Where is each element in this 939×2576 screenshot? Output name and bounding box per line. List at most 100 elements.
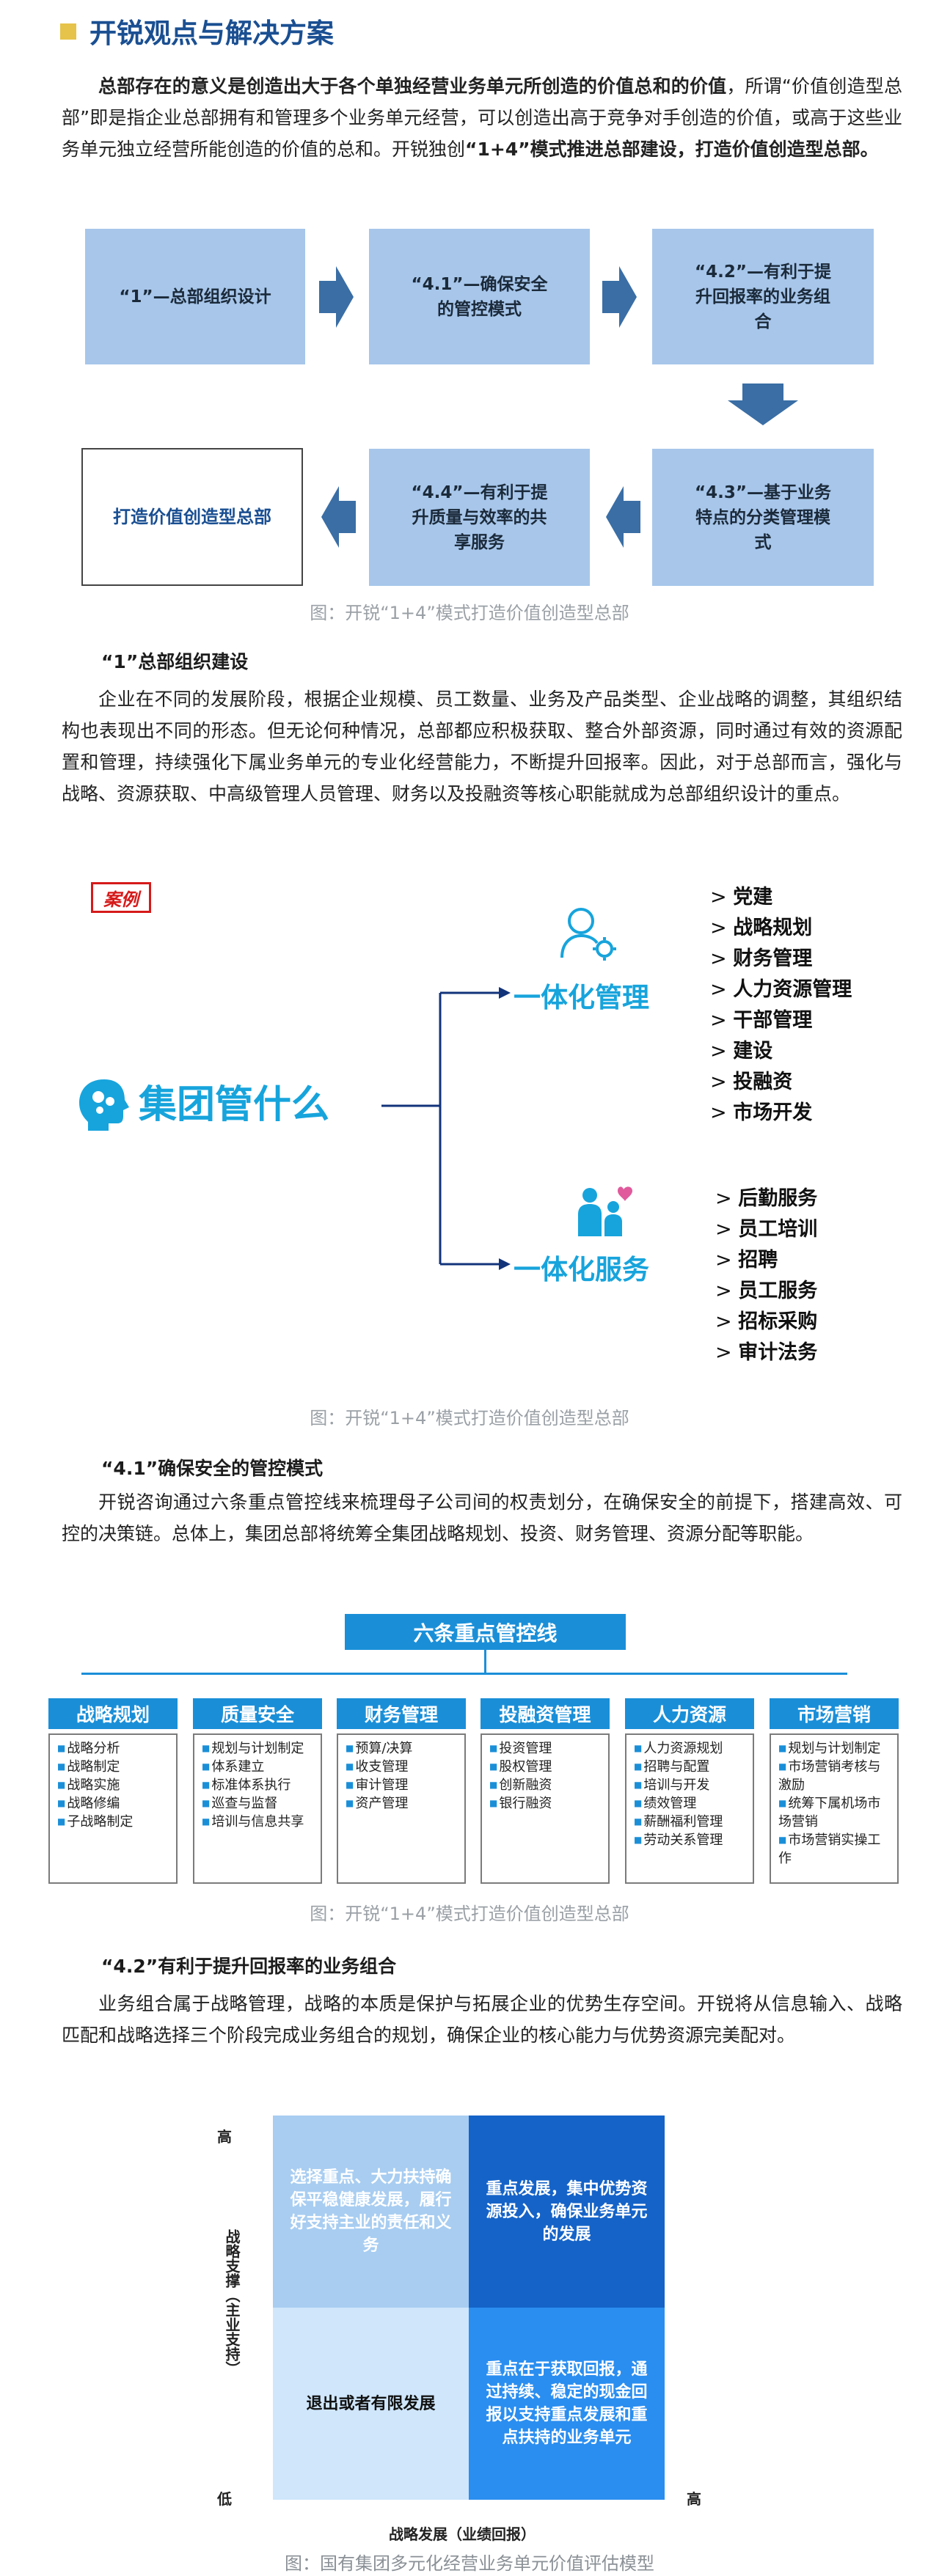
sec2-paragraph: 开锐咨询通过六条重点管控线来梳理母子公司间的权责划分，在确保安全的前提下，搭建高… [62,1491,902,1544]
flow-box-2: “4.1”—确保安全的管控模式 [369,229,590,364]
control-line-body: 战略分析 战略制定 战略实施 战略修编 子战略制定 [48,1733,178,1884]
control-line-head: 投融资管理 [481,1698,610,1729]
control-item: 劳动关系管理 [634,1831,748,1849]
control-connector [81,1673,847,1675]
arrow-left-icon [606,486,640,548]
control-item: 创新融资 [489,1776,604,1794]
control-item: 规划与计划制定 [202,1739,316,1758]
control-item: 投资管理 [489,1739,604,1758]
control-item: 体系建立 [202,1758,316,1776]
list-item: 员工培训 [715,1214,817,1245]
list-item: 建设 [710,1036,852,1067]
control-line-head: 质量安全 [193,1698,322,1729]
control-item: 规划与计划制定 [778,1739,893,1758]
quadrant-bottom-left: 退出或者有限发展 [273,2308,469,2500]
flow-box-1: “1”—总部组织设计 [85,229,305,364]
case-center-label: 集团管什么 [139,1083,330,1127]
control-connector [484,1650,486,1673]
list-item: 干部管理 [710,1005,852,1036]
flow-box-5: “4.4”—有利于提升质量与效率的共享服务 [369,449,590,586]
list-item: 财务管理 [710,944,852,975]
control-item: 子战略制定 [57,1813,172,1831]
list-item: 投融资 [710,1067,852,1098]
intro-bold-tail: “1+4”模式推进总部建设，打造价值创造型总部。 [465,139,879,160]
control-item: 绩效管理 [634,1794,748,1813]
arrow-right-icon [602,266,637,328]
caption-4: 图：国有集团多元化经营业务单元价值评估模型 [285,2553,654,2574]
control-line-body: 规划与计划制定 体系建立 标准体系执行 巡查与监督 培训与信息共享 [193,1733,322,1884]
y-axis-label: 战略支撑（主业支持） [223,2229,241,2376]
control-item: 战略修编 [57,1794,172,1813]
sec1-paragraph: 企业在不同的发展阶段，根据企业规模、员工数量、业务及产品类型、企业战略的调整，其… [62,689,902,804]
control-item: 审计管理 [346,1776,460,1794]
control-item: 资产管理 [346,1794,460,1813]
control-item: 收支管理 [346,1758,460,1776]
sec1-title: “1”总部组织建设 [101,651,249,672]
list-item: 招标采购 [715,1307,817,1337]
caption-2: 图：开锐“1+4”模式打造价值创造型总部 [310,1408,629,1428]
control-item: 股权管理 [489,1758,604,1776]
control-line-body: 投资管理 股权管理 创新融资 银行融资 [481,1733,610,1884]
brain-head-icon [79,1079,129,1131]
flow-box-3: “4.2”—有利于提升回报率的业务组合 [652,229,874,364]
control-item: 薪酬福利管理 [634,1813,748,1831]
quadrant-top-left: 选择重点、大力扶持确保平稳健康发展，履行好支持主业的责任和义务 [273,2116,469,2308]
list-item: 员工服务 [715,1276,817,1307]
list-item: 人力资源管理 [710,975,852,1005]
sec3-title: “4.2”有利于提升回报率的业务组合 [101,1956,397,1977]
quadrant-top-right: 重点发展，集中优势资源投入，确保业务单元的发展 [469,2116,665,2308]
list-item: 战略规划 [710,913,852,944]
control-line-head: 市场营销 [770,1698,899,1729]
sec3-paragraph: 业务组合属于战略管理，战略的本质是保护与拓展企业的优势生存空间。开锐将从信息输入… [62,1993,902,2046]
control-line-head: 人力资源 [625,1698,754,1729]
branch-management-label: 一体化管理 [514,982,649,1013]
branch-management-list: 党建 战略规划 财务管理 人力资源管理 干部管理 建设 投融资 市场开发 [710,882,852,1129]
y-axis-low: 低 [217,2490,232,2508]
control-item: 统筹下属机场市场营销 [778,1794,893,1831]
control-line-body: 规划与计划制定 市场营销考核与激励 统筹下属机场市场营销 市场营销实操工作 [770,1733,899,1884]
arrow-left-icon [321,486,356,548]
list-item: 招聘 [715,1245,817,1276]
x-axis-label: 战略发展（业绩回报） [389,2525,536,2543]
control-title: 六条重点管控线 [345,1614,626,1650]
y-axis-high: 高 [217,2128,232,2146]
service-people-icon [578,1186,632,1236]
control-item: 市场营销实操工作 [778,1831,893,1868]
list-item: 审计法务 [715,1337,817,1368]
list-item: 市场开发 [710,1098,852,1129]
intro-paragraph: 总部存在的意义是创造出大于各个单独经营业务单元所创造的价值总和的价值，所谓“价值… [62,70,902,165]
flow-box-6: 打造价值创造型总部 [81,448,303,586]
control-line-body: 预算/决算 收支管理 审计管理 资产管理 [337,1733,466,1884]
branch-service-list: 后勤服务 员工培训 招聘 员工服务 招标采购 审计法务 [715,1184,817,1368]
control-line-head: 战略规划 [48,1698,178,1729]
control-item: 标准体系执行 [202,1776,316,1794]
title-marker [60,23,76,40]
flow-box-4: “4.3”—基于业务特点的分类管理模式 [652,449,874,586]
list-item: 党建 [710,882,852,913]
control-item: 市场营销考核与激励 [778,1758,893,1794]
case-badge: 案例 [91,882,151,913]
intro-rest: ，所谓“价值创造型总部”即是指企业总部拥有和管理多个业务单元经营，可以创造出高于… [62,76,902,160]
arrow-right-icon [319,266,354,328]
control-item: 银行融资 [489,1794,604,1813]
user-gear-icon [560,908,616,961]
control-item: 人力资源规划 [634,1739,748,1758]
control-item: 巡查与监督 [202,1794,316,1813]
x-axis-high: 高 [687,2490,701,2508]
control-item: 培训与信息共享 [202,1813,316,1831]
control-item: 预算/决算 [346,1739,460,1758]
control-line-head: 财务管理 [337,1698,466,1729]
quadrant-bottom-right: 重点在于获取回报，通过持续、稳定的现金回报以支持重点发展和重点扶持的业务单元 [469,2308,665,2500]
caption-1: 图：开锐“1+4”模式打造价值创造型总部 [310,603,629,623]
control-line-body: 人力资源规划 招聘与配置 培训与开发 绩效管理 薪酬福利管理 劳动关系管理 [625,1733,754,1884]
control-item: 招聘与配置 [634,1758,748,1776]
control-item: 战略制定 [57,1758,172,1776]
control-item: 战略分析 [57,1739,172,1758]
control-item: 培训与开发 [634,1776,748,1794]
tree-connector [381,987,511,1270]
intro-bold-lead: 总部存在的意义是创造出大于各个单独经营业务单元所创造的价值总和的价值 [98,76,727,97]
arrow-down-icon [728,384,798,425]
branch-service-label: 一体化服务 [514,1254,649,1285]
control-item: 战略实施 [57,1776,172,1794]
section-title: 开锐观点与解决方案 [89,18,334,49]
